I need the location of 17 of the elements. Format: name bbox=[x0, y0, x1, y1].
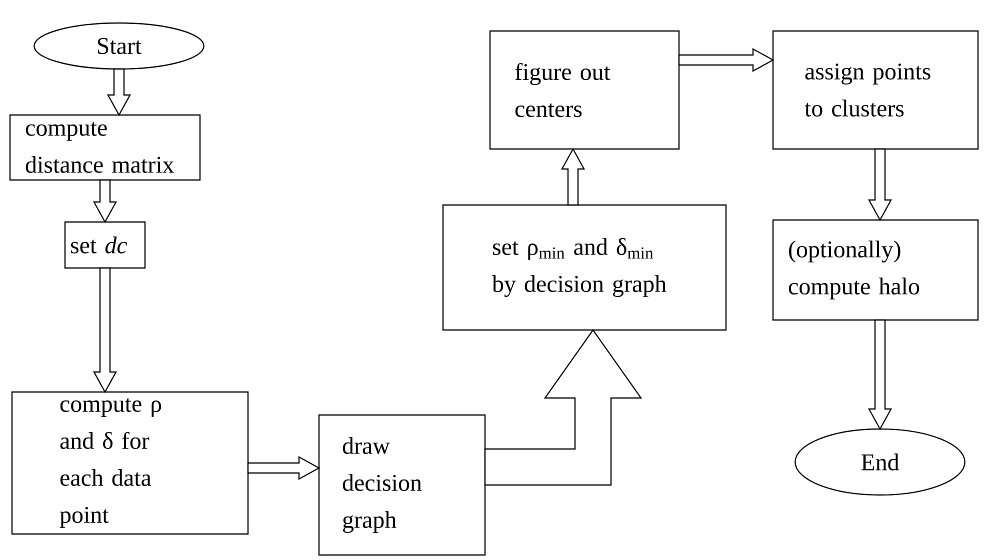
process-box: figure out centers bbox=[489, 30, 680, 150]
arrow bbox=[561, 148, 586, 206]
process-box: draw decision graph bbox=[318, 414, 486, 556]
process-box: compute ρ and δ for each data point bbox=[11, 391, 249, 535]
process-box: assign points to clusters bbox=[772, 30, 979, 150]
arrow bbox=[484, 328, 642, 486]
arrow bbox=[107, 68, 132, 116]
process-box: set dc bbox=[64, 221, 146, 269]
arrow bbox=[868, 319, 892, 430]
process-box: compute distance matrix bbox=[9, 114, 201, 181]
arrow bbox=[868, 148, 892, 222]
arrow bbox=[92, 267, 118, 394]
process-box: set ρ$_{min}$ and δ$_{min}$ by decision graph bbox=[442, 204, 727, 331]
arrow bbox=[92, 179, 118, 224]
arrow bbox=[247, 456, 320, 480]
process-box: (optionally) compute halo bbox=[772, 219, 979, 321]
arrow bbox=[678, 48, 774, 72]
